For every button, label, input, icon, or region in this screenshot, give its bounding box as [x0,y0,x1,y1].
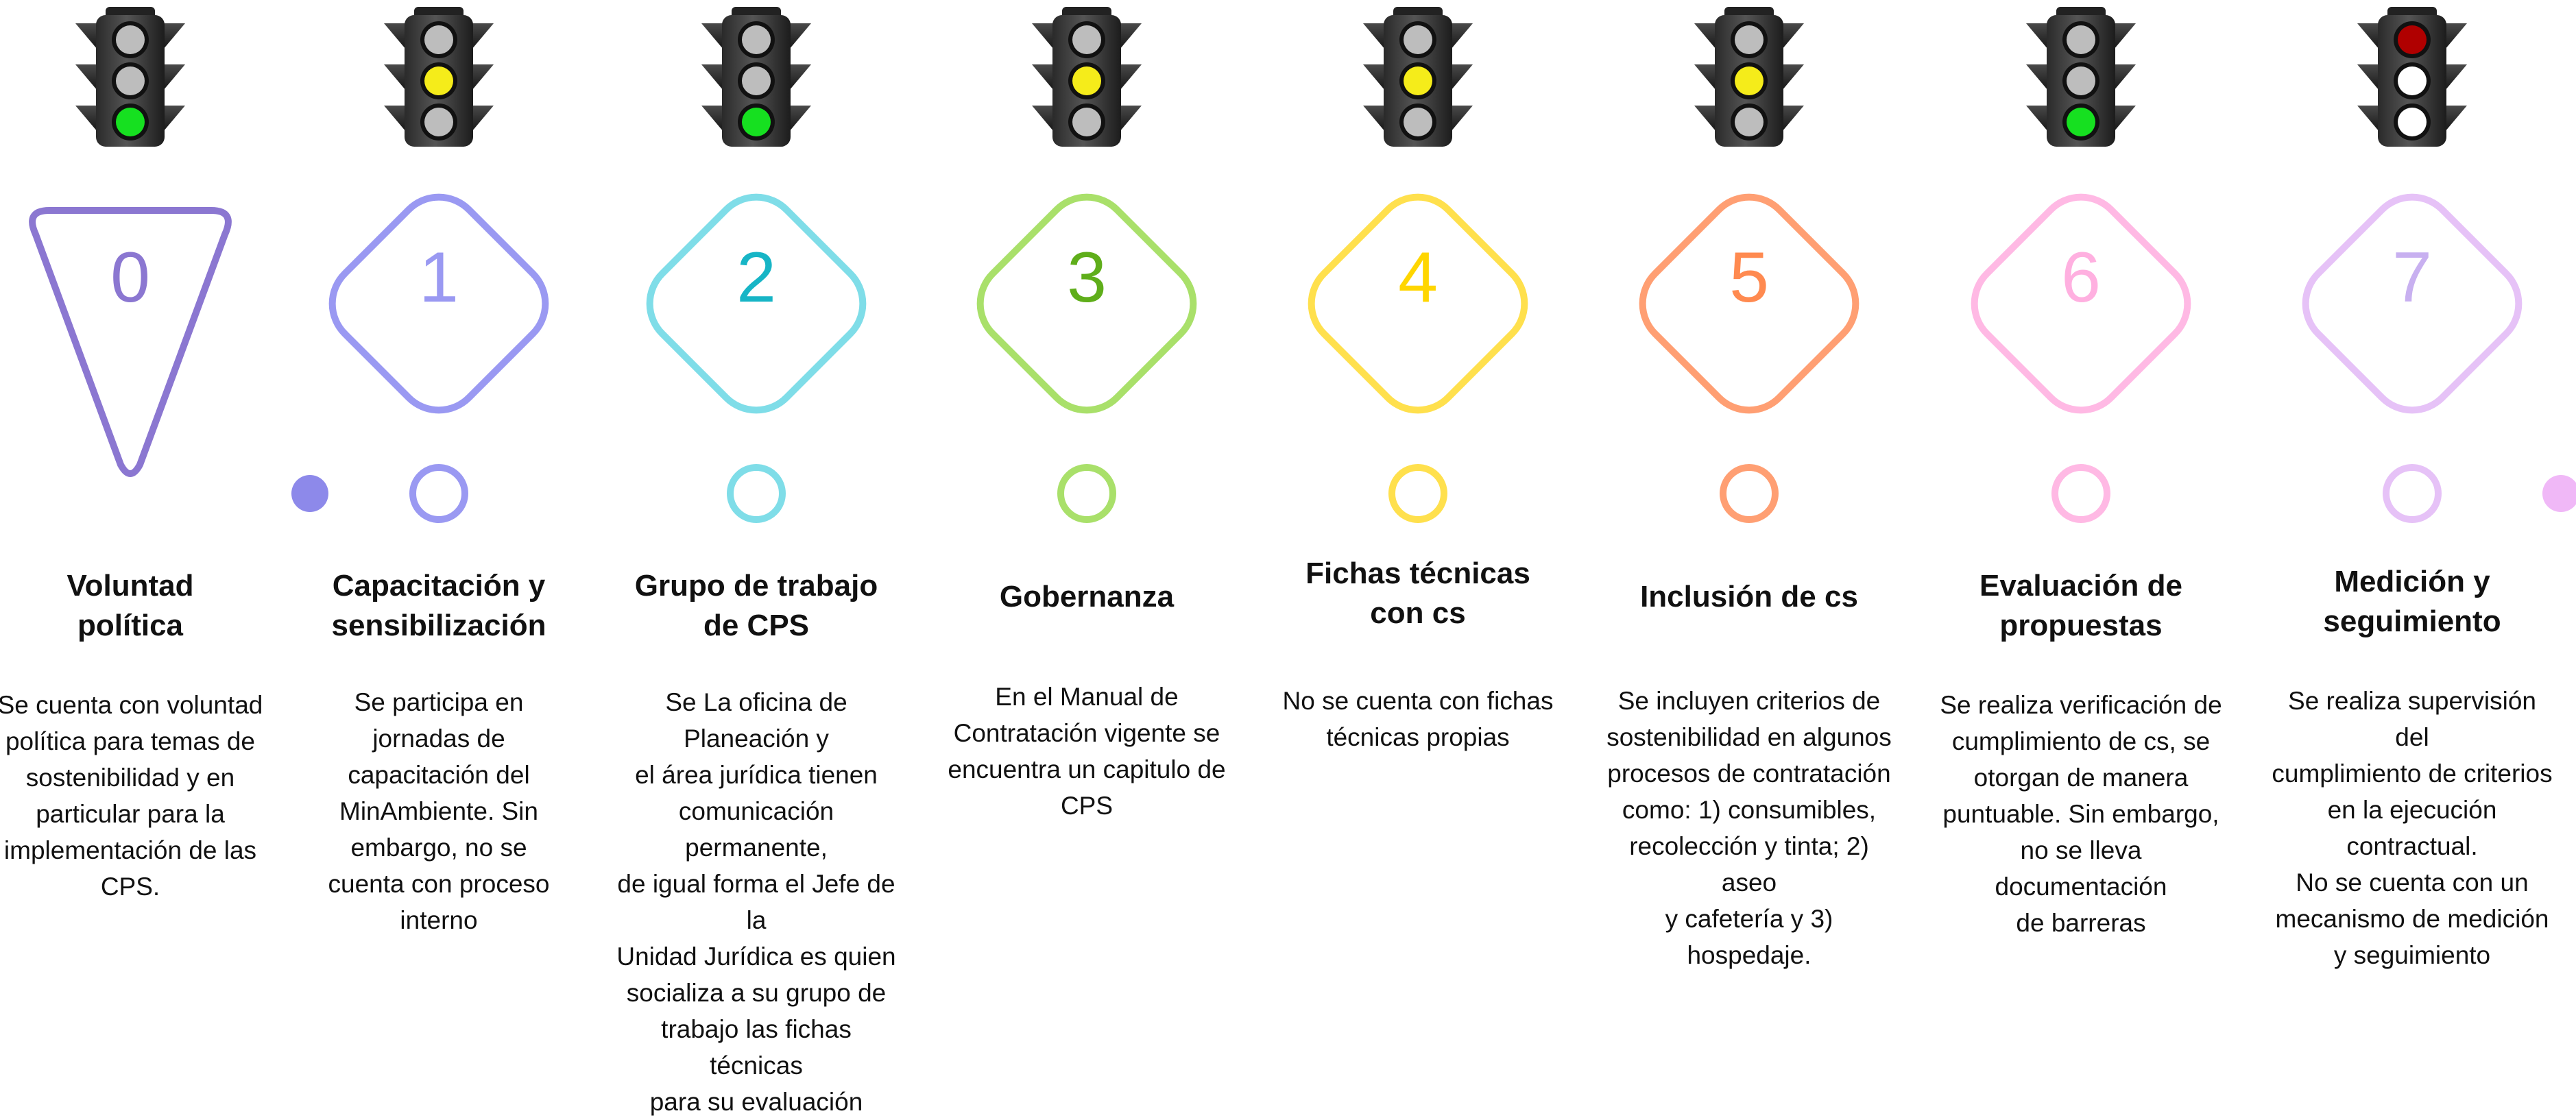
stage-title: Evaluación de propuestas [1979,569,2182,642]
traffic-light-lamp-off [1072,108,1101,136]
traffic-light-lamp-off [1735,108,1764,136]
traffic-light-icon [1694,7,1804,147]
cps-maturity-diagram: 0 1 2 3 4 5 6 7 Voluntad política Se cuenta con … [0,7,2576,1116]
timeline-node [1057,464,1116,523]
stage-number: 4 [1398,238,1438,317]
traffic-light-icon [2357,7,2467,147]
traffic-light-lamp-yellow [424,66,453,95]
stage-number: 2 [736,238,776,317]
timeline-node [727,464,786,523]
stage-4-diamond-shape [1308,193,1528,414]
stage-title: Medición y seguimiento [2323,565,2501,638]
traffic-light-lamp-off [2067,66,2095,95]
traffic-light-lamp-off [2067,25,2095,54]
traffic-light-lamp-green [2067,108,2095,136]
traffic-light-lamp-yellow [1735,66,1764,95]
traffic-light-lamp-off [1404,108,1432,136]
timeline-node [1720,464,1779,523]
stage-number: 1 [419,238,459,317]
stage-5-diamond-shape [1639,193,1859,414]
stage-title: Voluntad política [67,569,194,642]
traffic-light-icon [1363,7,1473,147]
stage-title: Inclusión de cs [1640,580,1858,613]
traffic-light-lamp-white [2398,66,2427,95]
stage-title: Fichas técnicas con cs [1305,557,1530,630]
stage-description: Se realiza verificación de cumplimiento … [1940,691,2222,937]
timeline-node [409,464,468,523]
stage-description: Se incluyen criterios de sostenibilidad … [1606,687,1892,969]
traffic-light-lamp-off [424,25,453,54]
timeline-graphic: 0 1 2 3 4 5 6 7 [29,7,2576,523]
stage-description: En el Manual de Contratación vigente se … [948,683,1226,820]
stage-title: Grupo de trabajo de CPS [634,569,878,642]
stage-7-diamond-shape [2302,193,2523,414]
stage-number: 5 [1729,238,1769,317]
traffic-light-lamp-off [1735,25,1764,54]
traffic-light-lamp-off [742,25,771,54]
traffic-light-lamp-white [2398,108,2427,136]
traffic-light-lamp-green [116,108,145,136]
traffic-light-icon [701,7,811,147]
stage-0-triangle-shape [29,207,232,477]
stage-2-diamond-shape [646,193,867,414]
traffic-light-icon [384,7,494,147]
timeline-node [2383,464,2442,523]
stage-description: Se La oficina de Planeación y el área ju… [616,688,896,1116]
traffic-light-lamp-off [1404,25,1432,54]
traffic-light-icon [1032,7,1142,147]
stage-number: 0 [110,238,150,317]
stage-3-diamond-shape [976,193,1197,414]
stage-number: 6 [2061,238,2101,317]
stage-description: Se cuenta con voluntad política para tem… [0,691,263,901]
stage-number: 7 [2392,238,2432,317]
stage-description: Se realiza supervisión del cumplimiento … [2272,687,2553,969]
traffic-light-lamp-off [424,108,453,136]
traffic-light-lamp-yellow [1404,66,1432,95]
traffic-light-icon [75,7,185,147]
traffic-light-lamp-off [1072,25,1101,54]
stage-title: Capacitación y sensibilización [331,569,546,642]
timeline-node [2051,464,2110,523]
traffic-light-lamp-green [742,108,771,136]
stage-6-diamond-shape [1971,193,2191,414]
traffic-light-lamp-off [116,25,145,54]
stage-description: No se cuenta con fichas técnicas propias [1282,687,1554,751]
timeline-node [1388,464,1447,523]
traffic-light-icon [2026,7,2136,147]
traffic-light-lamp-off [742,66,771,95]
stage-description: Se participa en jornadas de capacitación… [328,688,550,934]
traffic-light-lamp-yellow [1072,66,1101,95]
timeline-end-dot [2542,475,2576,512]
stage-title: Gobernanza [999,580,1175,613]
timeline-start-dot [291,475,328,512]
traffic-light-lamp-red [2398,25,2427,54]
stage-1-diamond-shape [328,193,549,414]
traffic-light-lamp-off [116,66,145,95]
stage-number: 3 [1067,238,1107,317]
